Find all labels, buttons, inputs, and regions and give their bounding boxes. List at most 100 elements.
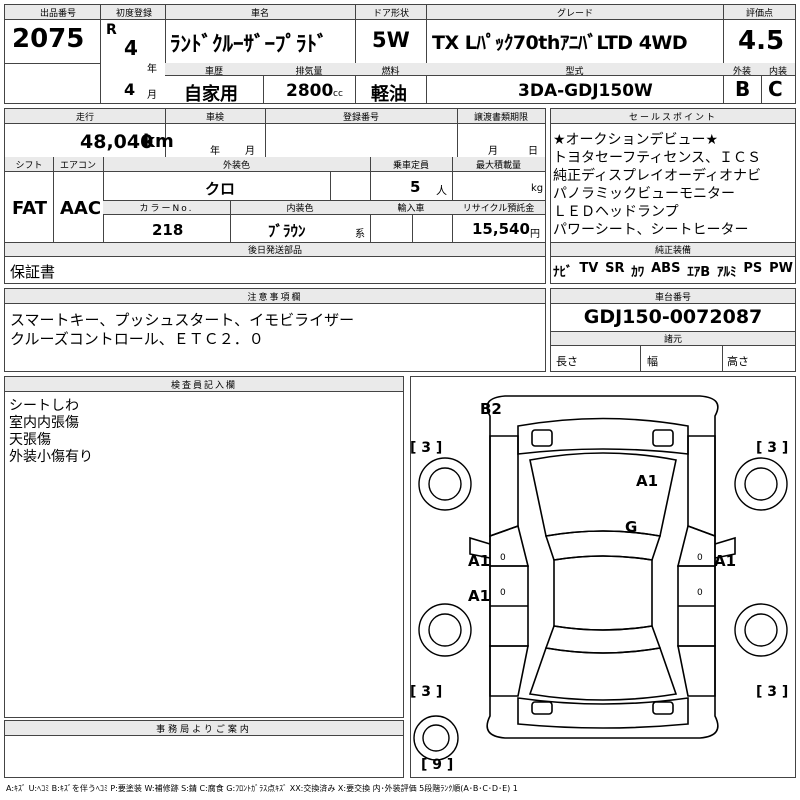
wheel-front-left xyxy=(418,457,472,511)
history: 自家用 xyxy=(184,84,238,105)
sales-line: ★オークションデビュー★ xyxy=(553,132,719,148)
zero-mark: 0 xyxy=(500,588,506,598)
ext-color: クロ xyxy=(205,180,236,198)
equip-item: ｴｱB xyxy=(687,265,711,280)
score-header-band xyxy=(724,5,795,20)
transfer-day-unit: 日 xyxy=(528,146,538,157)
damage-mark-hood: A1 xyxy=(636,472,659,490)
grade: TX Lﾊﾟｯｸ70thｱﾆﾊﾞLTD 4WD xyxy=(432,32,688,54)
damage-mark-glass: G xyxy=(625,518,638,536)
rear-lamp-left xyxy=(531,701,553,715)
chassis-header-band xyxy=(551,289,795,304)
equip-label: 純正装備 xyxy=(654,246,691,256)
vehicle-detail-section xyxy=(4,108,546,284)
spare-wheel-rim xyxy=(422,724,450,752)
max-load-label: 最大積載量 xyxy=(475,161,521,171)
chassis-label: 車台番号 xyxy=(654,293,691,303)
fuel-label: 燃料 xyxy=(381,67,400,77)
wheel-rear-left-rim xyxy=(428,613,462,647)
shift-label: シフト xyxy=(15,161,43,171)
fuel: 軽油 xyxy=(371,84,407,105)
left-front-door-upper xyxy=(489,524,530,567)
tread-rear-left: [ 3 ] xyxy=(410,684,443,700)
zero-mark: 0 xyxy=(697,553,703,563)
color-no-label: カラーNo. xyxy=(139,204,194,214)
equip-item: TV xyxy=(579,261,599,276)
damage-mark-left-front-door: A1 xyxy=(468,552,491,570)
import-label: 輸入車 xyxy=(397,204,425,214)
wheel-front-right-rim xyxy=(744,467,778,501)
equip-header-band xyxy=(551,242,795,257)
row2-header-band xyxy=(165,63,723,76)
ac-label: エアコン xyxy=(59,161,96,171)
transfer-month-unit: 月 xyxy=(488,146,498,157)
tread-front-left: [ 3 ] xyxy=(410,440,443,456)
capacity-unit: 人 xyxy=(436,184,447,197)
equip-list: ﾅﾋﾞ TV SR ｶﾜ ABS ｴｱB ｱﾙﾐ PS PW xyxy=(553,261,793,280)
sales-line: トヨタセーフティセンス、ＩＣＳ xyxy=(553,150,762,166)
car-name-label: 車名 xyxy=(250,9,269,19)
int-color: ﾌﾞﾗｳﾝ xyxy=(268,222,306,240)
sales-line: 純正ディスプレイオーディオナビ xyxy=(553,168,762,184)
mileage: 48,040 xyxy=(80,131,154,153)
inspector-label: 検査員記入欄 xyxy=(170,381,237,391)
sales-points-section xyxy=(550,108,796,284)
first-reg-label: 初度登録 xyxy=(115,9,152,19)
displacement: 2800 xyxy=(286,81,334,101)
exterior-grade: B xyxy=(735,77,751,101)
inspector-section xyxy=(4,376,404,718)
equip-item: ｶﾜ xyxy=(631,265,645,280)
equip-item: PW xyxy=(769,261,793,276)
car-name: ﾗﾝﾄﾞｸﾙｰｻﾞｰﾌﾟﾗﾄﾞ xyxy=(170,32,328,56)
reg-month: 4 xyxy=(124,80,136,99)
interior-label: 内装 xyxy=(768,67,787,77)
notes-line: クルーズコントロール、ＥＴＣ２．０ xyxy=(10,330,264,348)
later-parts-header-band xyxy=(5,242,545,257)
left-mirror xyxy=(469,536,491,559)
wheel-front-right xyxy=(734,457,788,511)
zero-mark: 0 xyxy=(500,553,506,563)
front-bumper-outline xyxy=(517,417,689,455)
right-mirror xyxy=(714,536,736,559)
inspection-year-unit: 年 xyxy=(210,146,220,157)
mileage-label: 走行 xyxy=(75,113,94,123)
month-unit: 月 xyxy=(147,90,157,101)
notes-section xyxy=(4,288,546,372)
interior-grade: C xyxy=(768,77,783,101)
inspector-line: シートしわ xyxy=(9,398,79,414)
later-parts-label: 後日発送部品 xyxy=(247,246,302,256)
equip-item: SR xyxy=(605,261,625,276)
inspection-label: 車検 xyxy=(205,113,224,123)
notes-label: 注意事項欄 xyxy=(247,293,303,303)
ext-color-label: 外装色 xyxy=(222,161,250,171)
chassis-number: GDJ150-0072087 xyxy=(583,306,763,328)
damage-diagram-section xyxy=(410,376,796,778)
rear-bumper-outline xyxy=(517,697,689,729)
wheel-front-left-rim xyxy=(428,467,462,501)
inspector-line: 外装小傷有り xyxy=(9,449,93,465)
rear-lamp-right xyxy=(652,701,674,715)
int-color-unit: 系 xyxy=(355,229,365,240)
right-rear-fender xyxy=(677,645,716,697)
equip-item: ﾅﾋﾞ xyxy=(553,265,573,280)
tread-rear-right: [ 3 ] xyxy=(756,684,789,700)
door-label: ドア形状 xyxy=(372,9,409,19)
right-front-fender xyxy=(687,435,716,538)
office-section xyxy=(4,720,404,778)
lot-label: 出品番号 xyxy=(39,9,76,19)
reg-year: 4 xyxy=(124,36,138,60)
inspector-line: 室内内張傷 xyxy=(9,415,79,431)
int-color-label: 内装色 xyxy=(286,204,314,214)
rear-window xyxy=(544,625,662,654)
zero-mark: 0 xyxy=(697,588,703,598)
equip-item: ｱﾙﾐ xyxy=(717,265,737,280)
history-label: 車歴 xyxy=(204,67,223,77)
capacity: 5 xyxy=(410,178,421,196)
top-header-band xyxy=(5,5,723,20)
inspection-month-unit: 月 xyxy=(245,146,255,157)
ac: AAC xyxy=(60,198,102,219)
office-label: 事務局よりご案内 xyxy=(156,725,252,735)
spare-wheel xyxy=(413,715,459,761)
score-label: 評価点 xyxy=(745,9,773,19)
office-header-band xyxy=(5,721,403,736)
